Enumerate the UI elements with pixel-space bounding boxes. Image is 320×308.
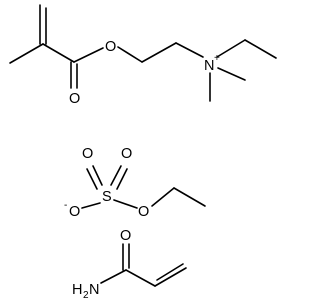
bond-s-o-upper-right-b [116,168,128,190]
acrylamide: O H 2 N [72,228,187,301]
bond-alpha-methyl [9,43,44,64]
bond-nitrogen-ethyl-ch2 [216,39,246,58]
bond-s-o-upper-left-a [86,168,98,190]
bond-s-o-upper-left-b [92,165,103,186]
sulfate-oxygen-ester: O [138,204,149,220]
bond-vinyl-double-a [154,267,187,287]
methacrylate-ammonium-cation: O O N + [9,4,277,107]
bond-s-o-ester [113,199,138,209]
sulfur-label: S [102,189,112,205]
bond-carbonyl-vinyl [125,269,156,287]
sulfate-oxygen-top-left: O [82,146,93,162]
bond-s-o-anion [81,202,101,209]
bond-o-ethyl-ch2 [151,187,175,207]
amide-oxygen-label: O [120,228,131,244]
ammonium-nitrogen-label: N [204,58,214,74]
bond-s-o-upper-right-a [110,165,122,186]
bond-ethyl-ch2-ch3-anion [173,187,206,207]
bond-carbonyl-ester-o [73,47,104,63]
bond-ethyl-ch2-ch3 [244,39,277,59]
bond-carbonyl-nitrogen [100,269,127,284]
ester-oxygen-label: O [105,39,116,55]
structure-drawing: O O N + O O S O - O [9,4,277,301]
bond-ch2-nitrogen [175,42,204,58]
bond-ester-o-ch2 [117,46,143,63]
bond-alpha-carbonyl [42,43,75,63]
ammonium-charge-label: + [214,53,220,64]
amine-subscript-label: 2 [83,290,89,301]
bond-ch2-ch2 [141,42,177,63]
sulfate-oxygen-anion: O [69,204,80,220]
amine-nitrogen-label: N [89,282,99,298]
carbonyl-oxygen-label: O [69,91,80,107]
chemical-structures-canvas: O O N + O O S O - O [9,4,277,301]
amine-hydrogen-label: H [72,282,82,298]
ethyl-sulfate-anion: O O S O - O [64,146,206,220]
bond-vinyl-double-b [156,263,184,281]
bond-nitrogen-methyl-right [217,67,246,81]
sulfate-oxygen-top-right: O [121,146,132,162]
sulfate-anion-charge: - [64,200,67,211]
